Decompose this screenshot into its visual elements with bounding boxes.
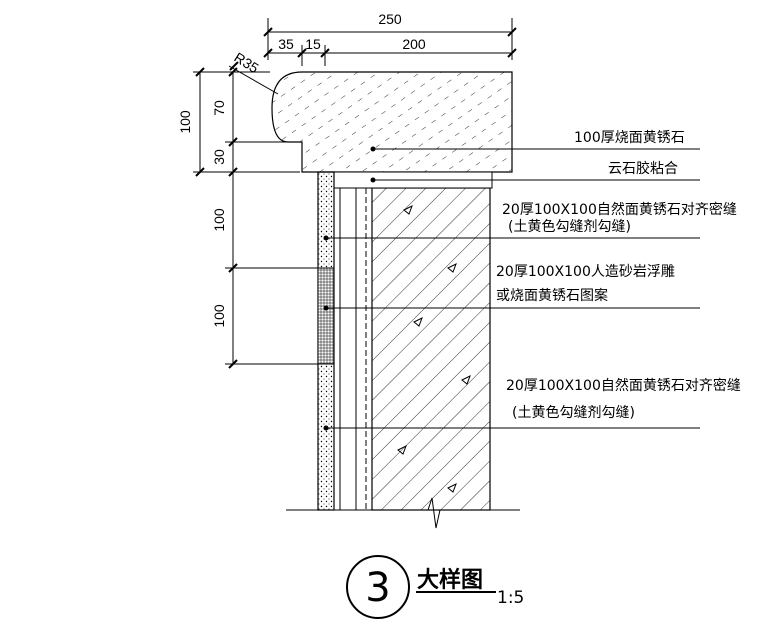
dim-200: 200 [402,36,426,52]
wall-body [371,187,491,511]
dim-cap-height: 100 [177,110,193,134]
note-facing-top-2: (土黄色勾缝剂勾缝) [508,218,631,235]
ground-line [286,497,520,529]
note-stone-cap: 100厚烧面黄锈石 [574,129,685,146]
note-relief-1: 20厚100X100人造砂岩浮雕 [496,264,675,280]
left-dimensions: 100 70 30 100 100 [177,67,318,369]
title-block: 3 大样图 1:5 [346,555,524,619]
note-glue: 云石胶粘合 [608,160,678,177]
dim-wall-seg1: 100 [211,208,227,232]
dim-15: 15 [305,36,321,52]
facing-stone [317,171,335,511]
dim-30: 30 [211,149,227,165]
detail-number: 3 [365,565,390,611]
dim-total-width: 250 [378,11,402,27]
note-facing-bottom-2: (土黄色勾缝剂勾缝) [512,404,635,421]
coping-stone [271,71,513,173]
leader-notes: 100厚烧面黄锈石 云石胶粘合 20厚100X100自然面黄锈石对齐密缝 (土黄… [323,129,741,431]
dim-35: 35 [278,36,294,52]
detail-title: 大样图 [417,567,483,593]
dim-70: 70 [211,100,227,116]
detail-number-circle [346,555,410,619]
note-relief-2: 或烧面黄锈石图案 [496,287,608,304]
note-facing-top-1: 20厚100X100自然面黄锈石对齐密缝 [502,201,737,218]
dim-wall-seg2: 100 [211,304,227,328]
detail-scale: 1:5 [497,588,524,608]
note-facing-bottom-1: 20厚100X100自然面黄锈石对齐密缝 [506,377,741,394]
